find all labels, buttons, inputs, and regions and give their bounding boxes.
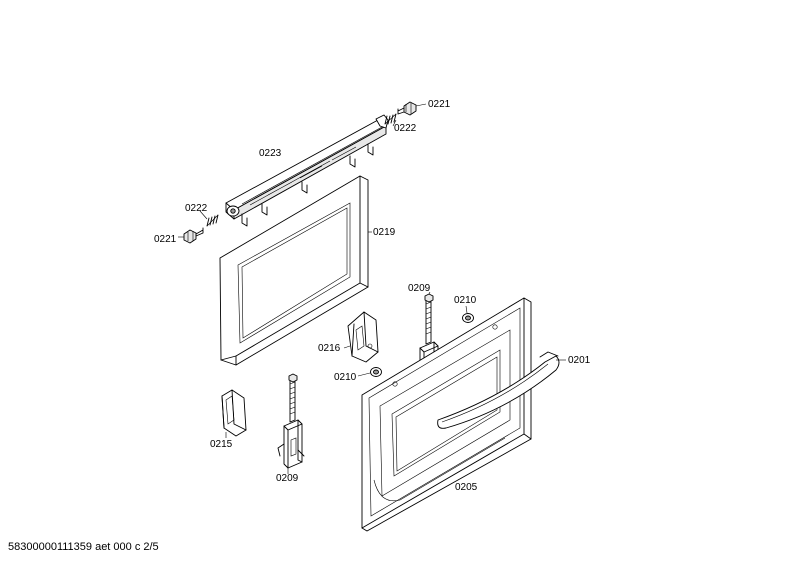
label-0210-mid: 0210 — [334, 372, 357, 383]
label-0210-top: 0210 — [454, 295, 477, 306]
label-0221-left: 0221 — [154, 234, 177, 245]
leader-lines — [178, 103, 566, 474]
label-0221-top: 0221 — [428, 99, 451, 110]
label-0209-top: 0209 — [408, 283, 431, 294]
part-0222-spring-top — [384, 113, 397, 125]
label-0216: 0216 — [318, 343, 341, 354]
part-0209-hinge-bottom — [277, 373, 305, 469]
part-0221-screw-left — [183, 227, 204, 244]
label-0222-top: 0222 — [394, 123, 417, 134]
part-0205-outer-door-panel — [361, 297, 532, 532]
part-0216-hinge-bracket — [347, 311, 379, 363]
part-0201-door-handle — [437, 351, 560, 429]
part-0210-washer-top — [462, 313, 474, 323]
part-0219-inner-glass-panel — [219, 175, 369, 366]
part-0210-washer-mid — [370, 367, 382, 377]
label-0219: 0219 — [373, 227, 396, 238]
part-0221-screw-top — [397, 101, 417, 116]
label-0222-left: 0222 — [185, 203, 208, 214]
label-0209-bottom: 0209 — [276, 473, 299, 484]
label-0215: 0215 — [210, 439, 233, 450]
label-0201: 0201 — [568, 355, 591, 366]
label-0223: 0223 — [259, 148, 282, 159]
part-0215-bracket — [221, 389, 247, 437]
part-0223-door-trim-strip — [225, 114, 389, 227]
part-0222-spring-left — [206, 214, 219, 227]
document-code-footer: 58300000111359 aet 000 c 2/5 — [8, 541, 159, 553]
label-0205: 0205 — [455, 482, 478, 493]
